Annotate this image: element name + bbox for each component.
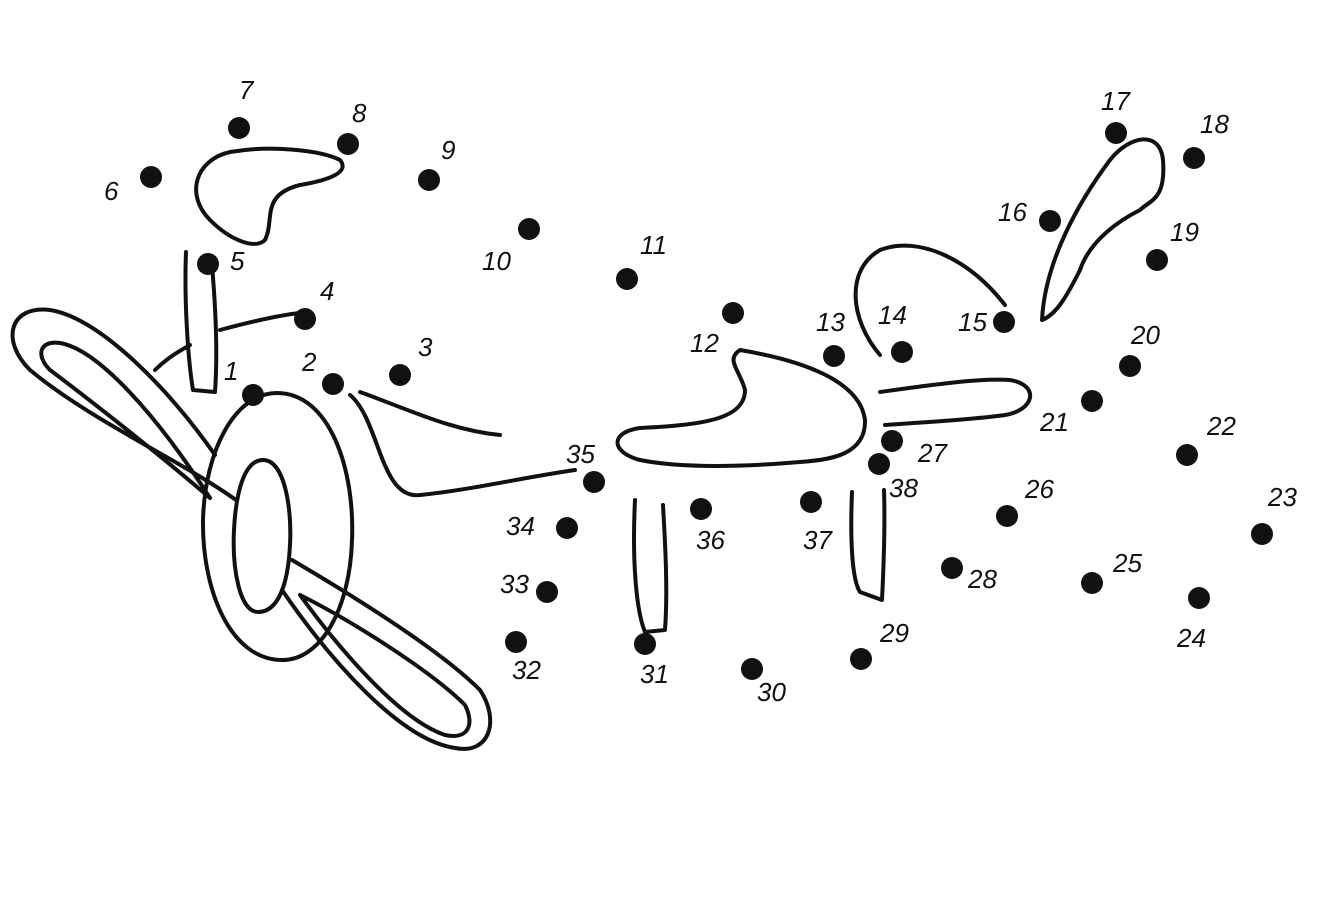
dot-label-31: 31 xyxy=(640,659,669,689)
dot-5 xyxy=(197,253,219,275)
dot-label-34: 34 xyxy=(506,511,535,541)
dot-34 xyxy=(556,517,578,539)
dot-11 xyxy=(616,268,638,290)
dot-label-32: 32 xyxy=(512,655,541,685)
dot-label-8: 8 xyxy=(352,98,367,128)
dot-13 xyxy=(823,345,845,367)
dot-label-18: 18 xyxy=(1200,109,1229,139)
cockpit-body xyxy=(615,348,868,468)
landing-strut-front xyxy=(632,498,669,634)
dot-8 xyxy=(337,133,359,155)
dot-29 xyxy=(850,648,872,670)
dot-14 xyxy=(891,341,913,363)
dot-36 xyxy=(690,498,712,520)
dot-23 xyxy=(1251,523,1273,545)
dot-6 xyxy=(140,166,162,188)
wing-top-left xyxy=(194,146,345,246)
dot-label-21: 21 xyxy=(1039,407,1069,437)
dot-label-35: 35 xyxy=(566,439,595,469)
dot-label-1: 1 xyxy=(224,356,238,386)
dot-37 xyxy=(800,491,822,513)
dot-label-17: 17 xyxy=(1101,86,1131,116)
tail-fin xyxy=(1040,137,1166,322)
dot-10 xyxy=(518,218,540,240)
dot-28 xyxy=(941,557,963,579)
dot-16 xyxy=(1039,210,1061,232)
dot-26 xyxy=(996,505,1018,527)
dot-label-9: 9 xyxy=(441,135,455,165)
dot-label-7: 7 xyxy=(239,75,255,105)
dot-17 xyxy=(1105,122,1127,144)
dot-label-30: 30 xyxy=(757,677,786,707)
dot-label-20: 20 xyxy=(1130,320,1160,350)
propeller-hub-outer xyxy=(200,391,355,663)
propeller-blade-upper-inner xyxy=(39,340,212,500)
dot-label-24: 24 xyxy=(1176,623,1206,653)
dot-label-19: 19 xyxy=(1170,217,1199,247)
dot-label-4: 4 xyxy=(320,276,334,306)
dot-label-5: 5 xyxy=(230,246,245,276)
dot-label-23: 23 xyxy=(1267,482,1297,512)
fuselage-front xyxy=(348,390,577,498)
dot-1 xyxy=(242,384,264,406)
dot-21 xyxy=(1081,390,1103,412)
dot-label-16: 16 xyxy=(998,197,1027,227)
dot-label-13: 13 xyxy=(816,307,845,337)
tail-loop xyxy=(853,243,1007,357)
dot-3 xyxy=(389,364,411,386)
dot-7 xyxy=(228,117,250,139)
dot-27 xyxy=(881,430,903,452)
dot-label-36: 36 xyxy=(696,525,725,555)
dot-2 xyxy=(322,373,344,395)
dot-31 xyxy=(634,633,656,655)
dot-9 xyxy=(418,169,440,191)
outline-drawing xyxy=(10,137,1166,751)
dot-20 xyxy=(1119,355,1141,377)
propeller-blade-lower-inner xyxy=(298,593,472,738)
dot-label-3: 3 xyxy=(418,332,433,362)
propeller-blade-upper xyxy=(10,307,238,502)
dot-38 xyxy=(868,453,890,475)
dot-22 xyxy=(1176,444,1198,466)
dot-label-26: 26 xyxy=(1024,474,1054,504)
dot-19 xyxy=(1146,249,1168,271)
landing-strut-rear xyxy=(849,488,887,602)
dot-label-15: 15 xyxy=(958,307,987,337)
dot-label-28: 28 xyxy=(967,564,997,594)
dot-label-6: 6 xyxy=(104,176,119,206)
dot-label-2: 2 xyxy=(301,347,317,377)
dot-18 xyxy=(1183,147,1205,169)
dot-label-37: 37 xyxy=(803,525,833,555)
dot-label-14: 14 xyxy=(878,300,907,330)
dot-label-29: 29 xyxy=(879,618,909,648)
dot-24 xyxy=(1188,587,1210,609)
dot-label-10: 10 xyxy=(482,246,511,276)
dot-4 xyxy=(294,308,316,330)
dot-label-11: 11 xyxy=(640,230,667,260)
dot-label-33: 33 xyxy=(500,569,529,599)
dot-label-27: 27 xyxy=(917,438,948,468)
dot-35 xyxy=(583,471,605,493)
dot-33 xyxy=(536,581,558,603)
dot-25 xyxy=(1081,572,1103,594)
tail-wing xyxy=(878,377,1032,427)
dot-label-22: 22 xyxy=(1206,411,1236,441)
dot-label-25: 25 xyxy=(1112,548,1142,578)
dot-label-12: 12 xyxy=(690,328,719,358)
propeller-blade-lower xyxy=(280,558,493,751)
dot-15 xyxy=(993,311,1015,333)
dot-30 xyxy=(741,658,763,680)
dot-12 xyxy=(722,302,744,324)
strut-left xyxy=(183,250,219,394)
dot-label-38: 38 xyxy=(889,473,918,503)
dot-32 xyxy=(505,631,527,653)
